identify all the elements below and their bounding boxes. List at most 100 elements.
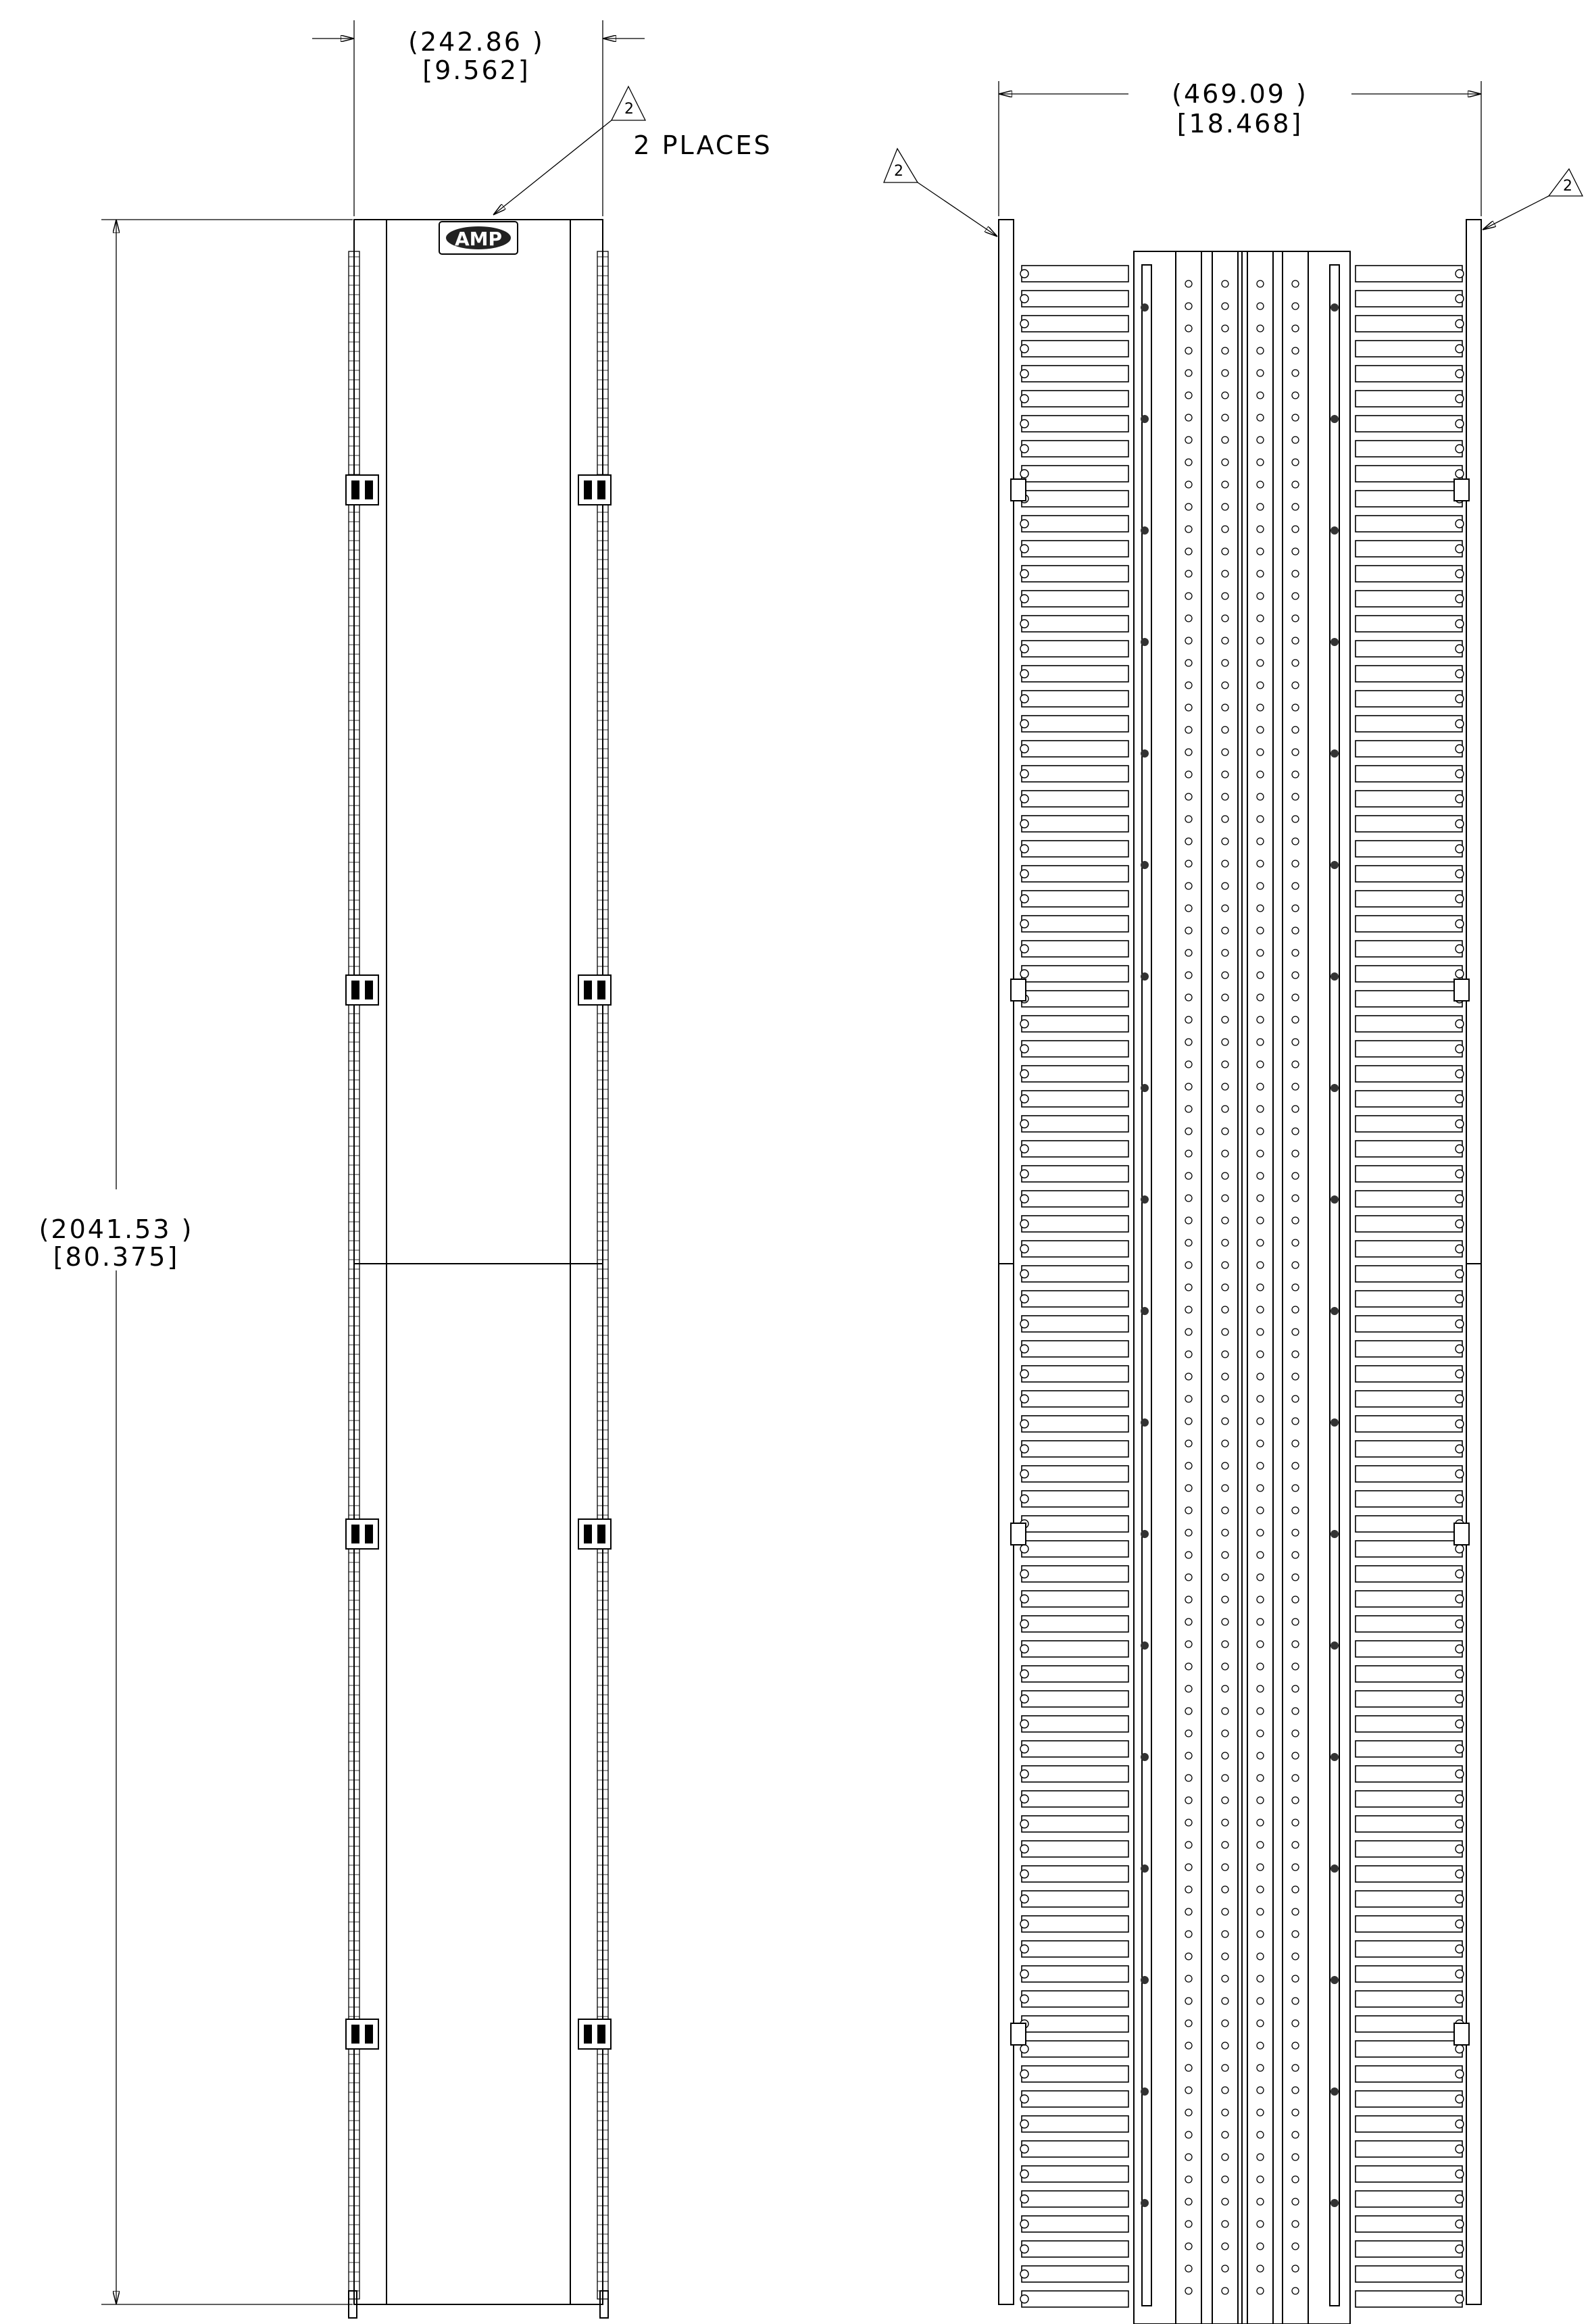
cable-finger [1355,1540,1463,1558]
front-revision-callout: 2 2 PLACES [493,85,770,215]
cable-finger [1021,1015,1129,1033]
cable-finger [1021,1590,1129,1608]
cable-finger [1021,1740,1129,1758]
cable-finger [1021,2015,1129,2033]
side-revision-callout-right: 2 [1483,168,1584,230]
cable-finger [1355,1990,1463,2008]
cable-finger [1021,1965,1129,1983]
cable-finger [1021,915,1129,933]
cable-finger [1355,2115,1463,2133]
cable-finger [1355,765,1463,783]
amp-logo-text: AMP [455,228,502,250]
cable-finger [1355,490,1463,508]
side-revision-callout-left: 2 [883,147,997,237]
cable-finger [1021,1090,1129,1108]
cable-finger [1355,2040,1463,2058]
cable-finger [1021,1465,1129,1483]
cable-finger [1355,690,1463,708]
cable-finger [1355,2215,1463,2233]
cable-finger [1355,1715,1463,1733]
cable-finger [1355,365,1463,382]
cable-finger [1355,415,1463,432]
side-width-dimension: (469.09 ) [18.468] [998,79,1482,216]
cable-finger [1021,2215,1129,2233]
cable-finger [1021,1990,1129,2008]
cable-finger [1355,1940,1463,1958]
cable-finger [1355,1290,1463,1308]
cable-finger [1355,1690,1463,1708]
cable-finger [1355,2190,1463,2208]
cable-finger [1355,540,1463,558]
cable-finger [1355,1665,1463,1683]
cable-finger [1355,815,1463,833]
cable-finger [1355,640,1463,658]
front-width-in: [9.562] [422,55,530,85]
cable-finger [1021,1715,1129,1733]
cable-finger [1021,1665,1129,1683]
cable-finger [1021,740,1129,758]
cable-finger [1021,2165,1129,2183]
front-hinge-clip-right [578,474,612,505]
cable-finger [1021,1165,1129,1183]
revision-flag-number: 2 [624,101,634,118]
cable-finger [1355,1415,1463,1433]
front-hinge-clip-left [345,474,379,505]
cable-finger [1355,2165,1463,2183]
cable-finger [1355,2140,1463,2158]
front-hinge-clip-right [578,974,612,1006]
cable-finger [1355,1315,1463,1333]
cable-finger [1021,1515,1129,1533]
cable-finger [1021,1315,1129,1333]
cable-finger [1355,1740,1463,1758]
cable-finger [1021,1865,1129,1883]
cable-finger [1355,790,1463,808]
cable-finger [1021,2140,1129,2158]
cable-finger [1355,1190,1463,1208]
cable-finger [1355,340,1463,357]
cable-finger [1355,1865,1463,1883]
cable-finger [1355,1165,1463,1183]
cable-finger [1355,940,1463,958]
cable-finger [1021,615,1129,633]
side-view: (469.09 ) [18.468] 2 2 [883,79,1584,2324]
side-hinge-clip [1010,979,1026,1002]
cable-finger [1021,1190,1129,1208]
front-hinge-clip-right [578,2019,612,2050]
front-hinge-clip-right [578,1518,612,1550]
side-hinge-clip [1453,1523,1470,1546]
cable-finger [1355,915,1463,933]
cable-finger [1021,1640,1129,1658]
cable-finger [1355,1340,1463,1358]
cable-finger [1355,1765,1463,1783]
cable-finger [1021,940,1129,958]
cable-finger [1021,1140,1129,1158]
cable-finger [1355,1490,1463,1508]
cable-finger [1355,440,1463,458]
cable-finger [1355,1140,1463,1158]
amp-logo: AMP [439,221,518,255]
cable-finger [1021,1115,1129,1133]
cable-finger [1355,465,1463,483]
cable-finger [1021,1890,1129,1908]
cable-finger [1355,1390,1463,1408]
cable-finger [1355,840,1463,858]
cable-finger [1355,2290,1463,2308]
cable-finger [1021,1040,1129,1058]
cable-finger [1355,1215,1463,1233]
cable-finger [1021,490,1129,508]
cable-finger [1021,1540,1129,1558]
cable-finger [1355,1440,1463,1458]
cable-finger [1021,2240,1129,2258]
side-hinge-clip [1010,478,1026,501]
cable-finger [1355,965,1463,983]
cable-finger [1021,2190,1129,2208]
cable-finger [1021,815,1129,833]
cable-finger [1021,2290,1129,2308]
side-hinge-clip [1010,1523,1026,1546]
center-rack-frame [1133,251,1351,2324]
cable-finger [1021,1815,1129,1833]
cable-finger [1355,1565,1463,1583]
cable-finger [1355,1790,1463,1808]
cable-finger [1021,1765,1129,1783]
cable-finger [1021,1340,1129,1358]
